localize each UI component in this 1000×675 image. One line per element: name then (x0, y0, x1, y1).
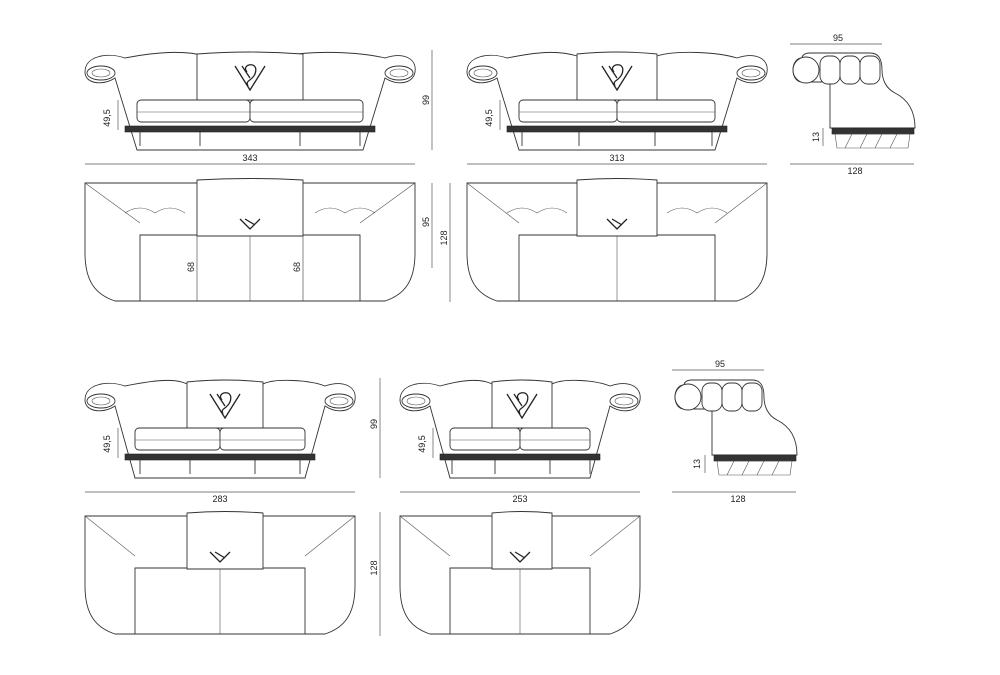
front-1-height: 99 (421, 95, 431, 105)
top-1-seat-a: 68 (186, 262, 196, 272)
front-view-3 (84, 379, 356, 479)
front-1-seat: 49,5 (102, 109, 112, 127)
side-1-total-depth: 128 (847, 166, 862, 176)
side-view-2 (674, 379, 798, 476)
top-1-depth-total: 128 (439, 230, 449, 245)
side-1-top-depth: 95 (833, 33, 843, 43)
top-3-depth-total: 128 (369, 560, 379, 575)
top-1-depth: 95 (421, 217, 431, 227)
top-view-3 (84, 511, 356, 635)
front-3-height: 99 (369, 419, 379, 429)
dimension-labels: 343 99 49,5 313 49,5 95 128 68 68 95 13 … (102, 33, 863, 576)
top-view-1 (84, 178, 416, 302)
front-3-width: 283 (212, 494, 227, 504)
top-view-4 (399, 511, 641, 635)
front-2-seat: 49,5 (484, 109, 494, 127)
top-view-2 (466, 178, 768, 302)
dimension-lines (85, 43, 914, 636)
side-2-top-depth: 95 (715, 359, 725, 369)
front-view-2 (466, 51, 768, 151)
side-1-base-height: 13 (811, 132, 821, 142)
front-2-width: 313 (609, 153, 624, 163)
side-view-1 (792, 52, 916, 149)
side-2-base-height: 13 (692, 459, 702, 469)
top-1-seat-b: 68 (292, 262, 302, 272)
front-4-width: 253 (512, 494, 527, 504)
side-2-total-depth: 128 (730, 494, 745, 504)
front-4-seat: 49,5 (417, 435, 427, 453)
front-3-seat: 49,5 (102, 435, 112, 453)
front-view-1 (84, 51, 416, 151)
front-1-width: 343 (242, 153, 257, 163)
front-view-4 (399, 379, 641, 479)
